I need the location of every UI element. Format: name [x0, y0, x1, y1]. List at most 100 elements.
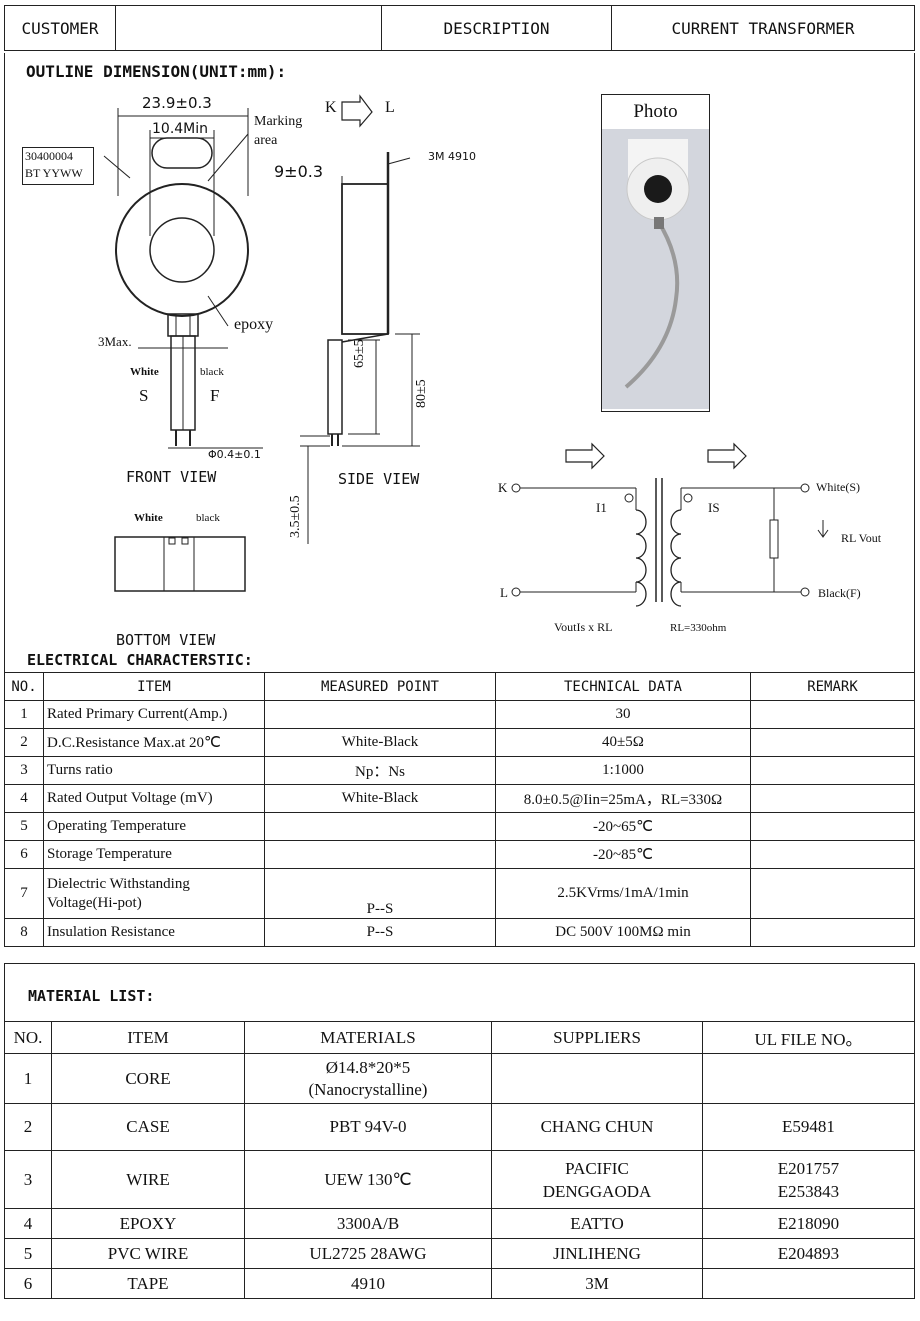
- elec-data: -20~65℃: [495, 812, 751, 841]
- epoxy-label: epoxy: [234, 316, 274, 333]
- mat-supplier: 3M: [491, 1268, 703, 1299]
- elec-data: 40±5Ω: [495, 728, 751, 757]
- bottom-white: White: [134, 512, 163, 524]
- mat-ul: E59481: [702, 1103, 915, 1151]
- mat-material: PBT 94V-0: [244, 1103, 492, 1151]
- marking-label-box: 30400004 BT YYWW: [22, 147, 94, 185]
- material-table: NO. ITEM MATERIALS SUPPLIERS UL FILE NO。…: [4, 1021, 915, 1299]
- mat-no: 4: [4, 1208, 52, 1239]
- marking-label-1: 30400004: [25, 149, 73, 163]
- circuit-black-f: Black(F): [818, 586, 861, 600]
- elec-no: 4: [4, 784, 44, 813]
- mat-supplier: EATTO: [491, 1208, 703, 1239]
- elec-point: Np：Ns: [264, 756, 496, 785]
- elec-point: White-Black: [264, 728, 496, 757]
- elec-item: Turns ratio: [43, 756, 265, 785]
- material-header-row: NO. ITEM MATERIALS SUPPLIERS UL FILE NO。: [4, 1021, 915, 1054]
- circuit-white-s: White(S): [816, 480, 860, 494]
- elec-remark: [750, 728, 915, 757]
- elec-point: [264, 700, 496, 729]
- elec-no: 5: [4, 812, 44, 841]
- outline-title: OUTLINE DIMENSION(UNIT:mm):: [26, 62, 287, 81]
- mat-no: 5: [4, 1238, 52, 1269]
- customer-value: [115, 5, 382, 51]
- circuit-rl-vout: RL Vout: [841, 531, 882, 545]
- mat-supplier: [491, 1053, 703, 1104]
- circuit-diagram: [511, 442, 829, 607]
- material-frame: [4, 963, 915, 1022]
- elec-item: Dielectric Withstanding Voltage(Hi-pot): [43, 868, 265, 919]
- elec-data: 30: [495, 700, 751, 729]
- description-label: DESCRIPTION: [381, 5, 612, 51]
- elec-remark: [750, 784, 915, 813]
- mat-material: 3300A/B: [244, 1208, 492, 1239]
- elec-data: -20~85℃: [495, 840, 751, 869]
- mat-item: CORE: [51, 1053, 245, 1104]
- electrical-title: ELECTRICAL CHARACTERSTIC:: [27, 651, 253, 669]
- side-dim-65: 65±5: [352, 339, 367, 368]
- elec-remark: [750, 840, 915, 869]
- circuit-rl-value: RL=330ohm: [670, 622, 727, 634]
- mat-no: 1: [4, 1053, 52, 1104]
- header-table: CUSTOMER DESCRIPTION CURRENT TRANSFORMER: [4, 5, 915, 51]
- mat-ul: E204893: [702, 1238, 915, 1269]
- side-k-label: K: [325, 99, 337, 116]
- mat-ul: E218090: [702, 1208, 915, 1239]
- mat-material: UEW 130℃: [244, 1150, 492, 1209]
- bottom-black: black: [196, 512, 220, 524]
- elec-data: 2.5KVrms/1mA/1min: [495, 868, 751, 919]
- elec-point: [264, 812, 496, 841]
- front-view-name: FRONT VIEW: [126, 468, 217, 486]
- description-value: CURRENT TRANSFORMER: [611, 5, 915, 51]
- mat-supplier: PACIFIC DENGGAODA: [491, 1150, 703, 1209]
- mat-item: WIRE: [51, 1150, 245, 1209]
- elec-remark: [750, 756, 915, 785]
- circuit-k: K: [498, 480, 508, 495]
- front-f: F: [210, 386, 220, 405]
- front-dim-width: 23.9±0.3: [142, 94, 212, 112]
- photo-frame: Photo: [601, 94, 710, 412]
- mat-header-item: ITEM: [51, 1021, 245, 1054]
- elec-header-data: TECHNICAL DATA: [495, 672, 751, 701]
- elec-remark: [750, 700, 915, 729]
- front-pin-dia: Φ0.4±0.1: [208, 448, 261, 461]
- mat-ul: E201757 E253843: [702, 1150, 915, 1209]
- marking-label-2: BT YYWW: [25, 166, 83, 180]
- front-white: White: [130, 366, 159, 378]
- elec-point: P--S: [264, 918, 496, 947]
- mat-header-ul: UL FILE NO。: [702, 1021, 915, 1054]
- mat-header-no: NO.: [4, 1021, 52, 1054]
- mat-material: Ø14.8*20*5 (Nanocrystalline): [244, 1053, 492, 1104]
- mat-item: PVC WIRE: [51, 1238, 245, 1269]
- mat-ul: [702, 1268, 915, 1299]
- front-view-drawing: [103, 108, 263, 449]
- marking-area-1: Marking: [254, 114, 303, 129]
- mat-item: EPOXY: [51, 1208, 245, 1239]
- elec-item: Rated Primary Current(Amp.): [43, 700, 265, 729]
- elec-remark: [750, 918, 915, 947]
- side-dim-80: 80±5: [414, 379, 429, 408]
- elec-no: 8: [4, 918, 44, 947]
- side-view-name: SIDE VIEW: [338, 470, 420, 488]
- mat-supplier: CHANG CHUN: [491, 1103, 703, 1151]
- material-title: MATERIAL LIST:: [28, 987, 155, 1005]
- side-tape: 3M 4910: [428, 150, 476, 163]
- front-dim-min: 10.4Min: [152, 121, 209, 137]
- elec-no: 1: [4, 700, 44, 729]
- mat-item: CASE: [51, 1103, 245, 1151]
- elec-item: Insulation Resistance: [43, 918, 265, 947]
- mat-no: 3: [4, 1150, 52, 1209]
- elec-item: Operating Temperature: [43, 812, 265, 841]
- bottom-view-drawing: [114, 536, 246, 592]
- elec-remark: [750, 812, 915, 841]
- side-view-drawing: [300, 94, 420, 544]
- marking-area-2: area: [254, 133, 278, 148]
- elec-item: D.C.Resistance Max.at 20℃: [43, 728, 265, 757]
- elec-no: 7: [4, 868, 44, 919]
- elec-remark: [750, 868, 915, 919]
